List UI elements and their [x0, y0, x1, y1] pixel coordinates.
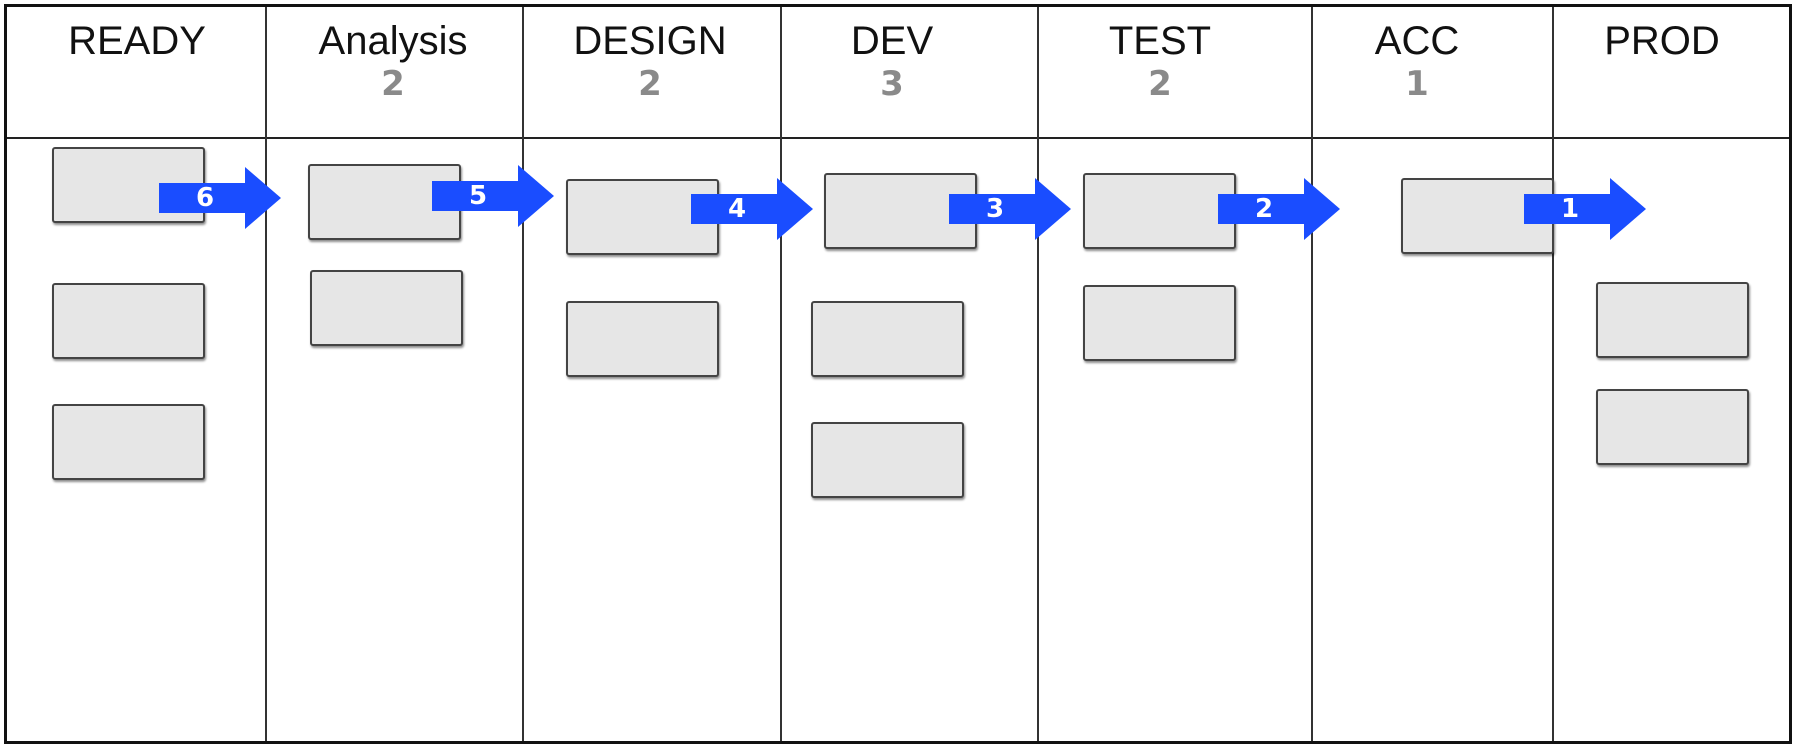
flow-arrow: 3: [949, 178, 1071, 240]
column-header-prod: PROD: [1572, 17, 1752, 103]
column-divider: [522, 7, 524, 741]
column-wip-limit: 2: [638, 64, 662, 104]
column-wip-limit: 1: [1405, 64, 1429, 104]
flow-arrow-label: 5: [468, 181, 488, 211]
flow-arrow-label: 1: [1560, 194, 1580, 224]
column-header-ready: READY: [47, 17, 227, 103]
work-item-card[interactable]: [1596, 389, 1749, 465]
column-header-design: DESIGN 2: [560, 17, 740, 104]
column-divider: [1552, 7, 1554, 741]
column-header-analysis: Analysis 2: [303, 17, 483, 104]
column-title: Analysis: [318, 19, 468, 63]
column-wip-limit: [1572, 65, 1752, 103]
column-title: READY: [68, 19, 206, 63]
flow-arrow-label: 6: [195, 183, 215, 213]
column-title: PROD: [1604, 19, 1720, 63]
work-item-card[interactable]: [52, 404, 205, 480]
column-wip-limit: 2: [1148, 64, 1172, 104]
column-title: DESIGN: [573, 19, 727, 63]
flow-arrow: 4: [691, 178, 813, 240]
column-header-test: TEST 2: [1070, 17, 1250, 104]
header-divider: [7, 137, 1789, 139]
flow-arrow: 5: [432, 165, 554, 227]
flow-arrow-label: 2: [1254, 194, 1274, 224]
work-item-card[interactable]: [566, 301, 719, 377]
flow-arrow: 6: [159, 167, 281, 229]
kanban-board: READY Analysis 2 DESIGN 2 DEV 3 TEST 2 A…: [4, 4, 1792, 744]
column-header-acc: ACC 1: [1327, 17, 1507, 104]
column-title: ACC: [1374, 19, 1460, 63]
work-item-card[interactable]: [1596, 282, 1749, 358]
work-item-card[interactable]: [310, 270, 463, 346]
work-item-card[interactable]: [1083, 285, 1236, 361]
column-header-dev: DEV 3: [802, 17, 982, 104]
flow-arrow-label: 4: [727, 194, 747, 224]
column-wip-limit: [47, 65, 227, 103]
flow-arrow-label: 3: [985, 194, 1005, 224]
column-wip-limit: 2: [381, 64, 405, 104]
column-title: TEST: [1108, 19, 1212, 63]
column-divider: [1037, 7, 1039, 741]
flow-arrow: 1: [1524, 178, 1646, 240]
column-divider: [1311, 7, 1313, 741]
work-item-card[interactable]: [811, 422, 964, 498]
work-item-card[interactable]: [1083, 173, 1236, 249]
flow-arrow: 2: [1218, 178, 1340, 240]
column-title: DEV: [850, 19, 934, 63]
column-wip-limit: 3: [880, 64, 904, 104]
column-divider: [265, 7, 267, 741]
work-item-card[interactable]: [811, 301, 964, 377]
column-divider: [780, 7, 782, 741]
work-item-card[interactable]: [52, 283, 205, 359]
